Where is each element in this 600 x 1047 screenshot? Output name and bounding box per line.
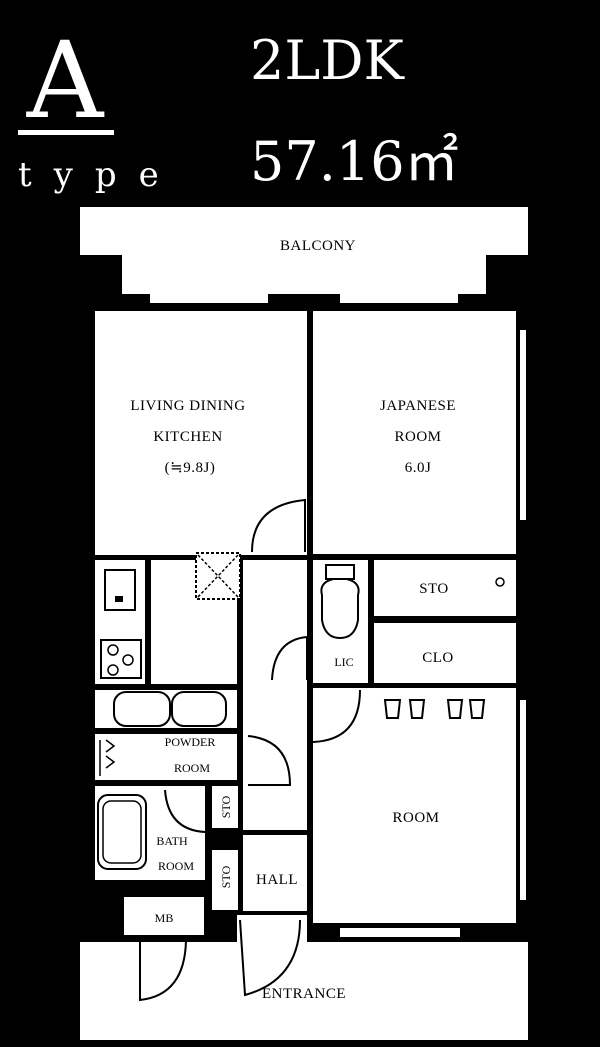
door-swing: [139, 939, 187, 1002]
bath-room-label: ROOM: [158, 859, 194, 873]
bathtub-icon: [97, 794, 147, 870]
layout-type: 2LDK: [250, 29, 406, 92]
hanger-icon: [446, 699, 464, 719]
sink-icon: [104, 569, 136, 611]
type-letter: A: [26, 19, 105, 142]
door-swing: [247, 735, 292, 786]
window: [340, 928, 460, 937]
floor-area: 57.16㎡: [250, 130, 459, 193]
door-swing: [164, 789, 206, 833]
japanese-room-label: ROOM: [394, 429, 441, 445]
ldk-label: LIVING DINING: [130, 398, 245, 414]
window: [150, 294, 268, 303]
meter-box-label: MB: [155, 911, 174, 925]
toilet-icon: [320, 576, 360, 640]
bath-room-label: BATH: [156, 834, 188, 848]
window: [340, 294, 458, 303]
storage-label: STO: [419, 581, 449, 597]
stove-icon: [100, 639, 142, 679]
ldk-label: KITCHEN: [153, 429, 222, 445]
powder-room-label: POWDER: [165, 735, 216, 749]
type-word: type: [18, 155, 181, 195]
hanger-icon: [383, 699, 402, 719]
hanger-icon: [468, 699, 486, 719]
lic-label: LIC: [334, 655, 353, 669]
storage-label: STO: [219, 865, 233, 888]
room-label: ROOM: [392, 810, 439, 826]
entrance-label: ENTRANCE: [262, 986, 346, 1002]
japanese-room-label: JAPANESE: [380, 398, 456, 414]
washing-machine-icon: [171, 691, 227, 727]
balcony-label: BALCONY: [280, 238, 356, 254]
door-swing: [251, 498, 306, 553]
ldk-size-label: (≒9.8J): [165, 460, 216, 476]
hanger-icon: [408, 699, 426, 719]
storage-label: STO: [219, 795, 233, 818]
closet-label: CLO: [422, 650, 454, 666]
door-swing: [271, 635, 308, 681]
powder-room-label: ROOM: [174, 761, 210, 775]
door-swing: [239, 919, 301, 997]
balcony-area: [80, 207, 528, 255]
type-underline: [18, 130, 114, 135]
japanese-room-size-label: 6.0J: [405, 460, 432, 476]
hall-label: HALL: [256, 872, 298, 888]
washbasin-icon: [113, 691, 171, 727]
door-swing: [312, 689, 361, 743]
